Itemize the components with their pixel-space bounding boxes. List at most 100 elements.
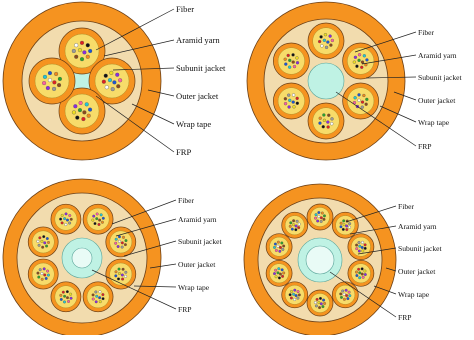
fiber-icon [321, 305, 325, 309]
fiber-icon [357, 58, 361, 62]
fiber-icon [68, 221, 72, 225]
fiber-icon [345, 228, 349, 232]
fiber-icon [315, 297, 319, 301]
fiber-icon [339, 225, 343, 229]
fiber-icon [74, 43, 79, 48]
label-subunit-jacket: Subunit jacket [398, 244, 443, 253]
fiber-icon [69, 292, 73, 296]
fiber-icon [360, 246, 364, 249]
fiber-icon [47, 78, 53, 83]
fiber-icon [277, 276, 281, 280]
aramid-yarn-shape [312, 107, 340, 135]
fiber-icon [115, 72, 120, 77]
fiber-icon [276, 244, 280, 248]
fiber-icon [317, 211, 321, 215]
label-wrap-tape: Wrap tape [418, 118, 450, 127]
fiber-icon [318, 306, 322, 310]
fiber-icon [116, 245, 120, 249]
fiber-icon [360, 60, 365, 64]
fiber-icon [107, 78, 113, 83]
fiber-icon [297, 226, 301, 230]
fiber-icon [286, 53, 290, 58]
leader-line [385, 267, 397, 272]
subunit [28, 57, 76, 105]
fiber-icon [292, 105, 296, 109]
fiber-icon [273, 242, 277, 246]
fiber-icon [57, 83, 62, 88]
fiber-icon [319, 216, 323, 220]
fiber-icon [360, 105, 364, 109]
fiber-icon [98, 300, 102, 304]
leader-line [112, 67, 175, 71]
fiber-icon [46, 269, 50, 273]
frp-core-shape [305, 245, 335, 275]
fiber-icon [365, 97, 369, 102]
fiber-icon [82, 110, 87, 115]
fiber-icon [293, 288, 297, 292]
fiber-icon [320, 211, 324, 215]
fiber-icon [64, 212, 68, 216]
label-wrap-tape: Wrap tape [176, 119, 211, 129]
fiber-icon [317, 215, 321, 218]
fiber-icon [276, 271, 280, 275]
fiber-icon [318, 121, 322, 125]
fiber-icon [116, 84, 121, 89]
fiber-icon [326, 40, 330, 44]
fiber-icon [288, 224, 292, 228]
fiber-icon [296, 296, 300, 300]
leader-line [133, 285, 177, 288]
fiber-icon [42, 235, 46, 239]
fiber-icon [297, 222, 301, 226]
fiber-icon [326, 125, 330, 129]
label-aramid-yarn: Aramid yarn [418, 51, 457, 60]
subunit [281, 281, 309, 309]
fiber-icon [82, 50, 87, 55]
fiber-icon [283, 102, 288, 106]
fiber-icon [347, 225, 351, 229]
fiber-icon [91, 293, 95, 297]
fiber-icon [339, 221, 343, 225]
fiber-icon [322, 217, 326, 221]
fiber-icon [329, 43, 333, 47]
fiber-icon [319, 302, 323, 306]
fiber-icon [346, 297, 350, 301]
fiber-icon [66, 218, 69, 222]
fiber-icon [99, 213, 103, 217]
fiber-icon [291, 93, 296, 97]
fiber-icon [354, 270, 358, 274]
fiber-icon [282, 271, 286, 275]
fiber-icon [292, 292, 296, 296]
subunit [273, 42, 310, 80]
fiber-icon [101, 79, 106, 84]
label-frp: FRP [178, 305, 192, 314]
fiber-icon [287, 65, 292, 69]
fiber-icon [65, 290, 69, 294]
fiber-icon [81, 117, 86, 122]
fiber-icon [41, 245, 45, 249]
fiber-icon [42, 267, 46, 271]
fiber-icon [281, 274, 285, 278]
fiber-icon [295, 101, 299, 105]
fiber-icon [348, 222, 352, 226]
fiber-icon [101, 297, 105, 301]
leader-line [103, 39, 175, 57]
subunit [307, 22, 345, 60]
subunit [273, 82, 310, 120]
fiber-icon [330, 122, 334, 126]
fiber-icon [327, 113, 331, 117]
fiber-icon [288, 98, 292, 102]
subunit [331, 211, 359, 239]
aramid-yarn-shape [277, 87, 305, 115]
fiber-icon [282, 244, 286, 248]
subunit [82, 281, 114, 313]
fiber-icon [38, 236, 42, 240]
fiber-icon [124, 270, 128, 274]
fiber-icon [112, 80, 117, 85]
fiber-icon [88, 48, 93, 54]
fiber-icon [353, 96, 357, 100]
fiber-icon [45, 86, 50, 91]
label-wrap-tape: Wrap tape [398, 290, 430, 299]
leader-line [147, 89, 175, 97]
